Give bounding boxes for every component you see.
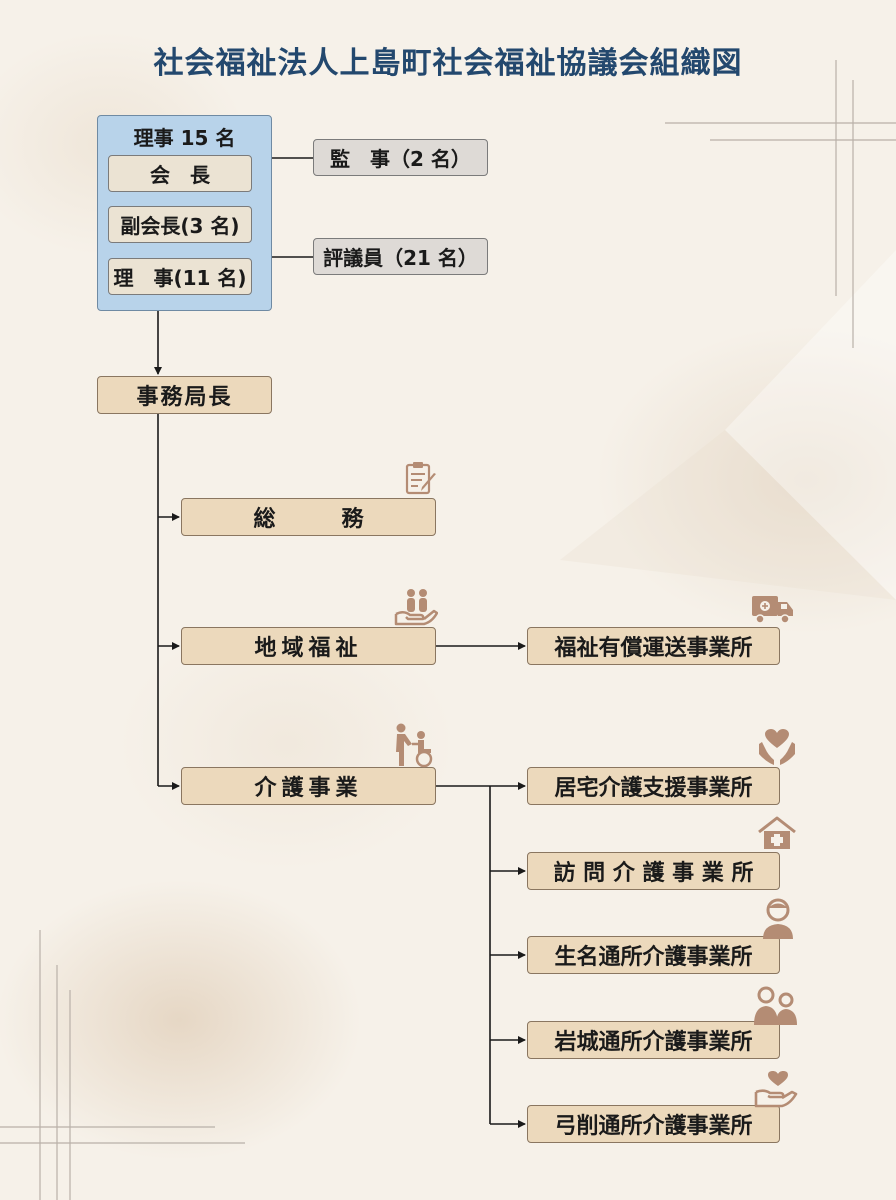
yuge-day-care-office-box: 弓削通所介護事業所 — [527, 1105, 780, 1143]
general-affairs-box: 総 務 — [181, 498, 436, 536]
truck-icon — [752, 596, 793, 624]
group-icon — [754, 986, 797, 1025]
iwagi-day-care-office-box: 岩城通所介護事業所 — [527, 1021, 780, 1059]
home-care-support-office-box: 居宅介護支援事業所 — [527, 767, 780, 805]
transport-office-box: 福祉有償運送事業所 — [527, 627, 780, 665]
ikina-day-care-office-box: 生名通所介護事業所 — [527, 936, 780, 974]
chair-box: 会 長 — [108, 155, 252, 192]
wheelchair-assistance-icon — [396, 723, 433, 768]
councilors-box: 評議員（21 名） — [313, 238, 488, 275]
care-services-box: 介護事業 — [181, 767, 436, 805]
clipboard-icon — [405, 462, 436, 495]
caring-hands-icon — [394, 589, 438, 626]
vice-chair-box: 副会長(3 名) — [108, 206, 252, 243]
heart-in-hand-icon — [754, 1071, 798, 1108]
community-welfare-box: 地域福祉 — [181, 627, 436, 665]
directors-box: 理 事(11 名) — [108, 258, 252, 295]
person-icon — [763, 898, 793, 939]
home-medical-icon — [758, 816, 796, 849]
board-title: 理事 15 名 — [133, 126, 236, 150]
auditors-box: 監 事（2 名） — [313, 139, 488, 176]
page-title: 社会福祉法人上島町社会福祉協議会組織図 — [153, 46, 743, 81]
heart-hands-icon — [759, 729, 795, 765]
home-visit-care-office-box: 訪 問 介 護 事 業 所 — [527, 852, 780, 890]
secretary-general-box: 事務局長 — [97, 376, 272, 414]
